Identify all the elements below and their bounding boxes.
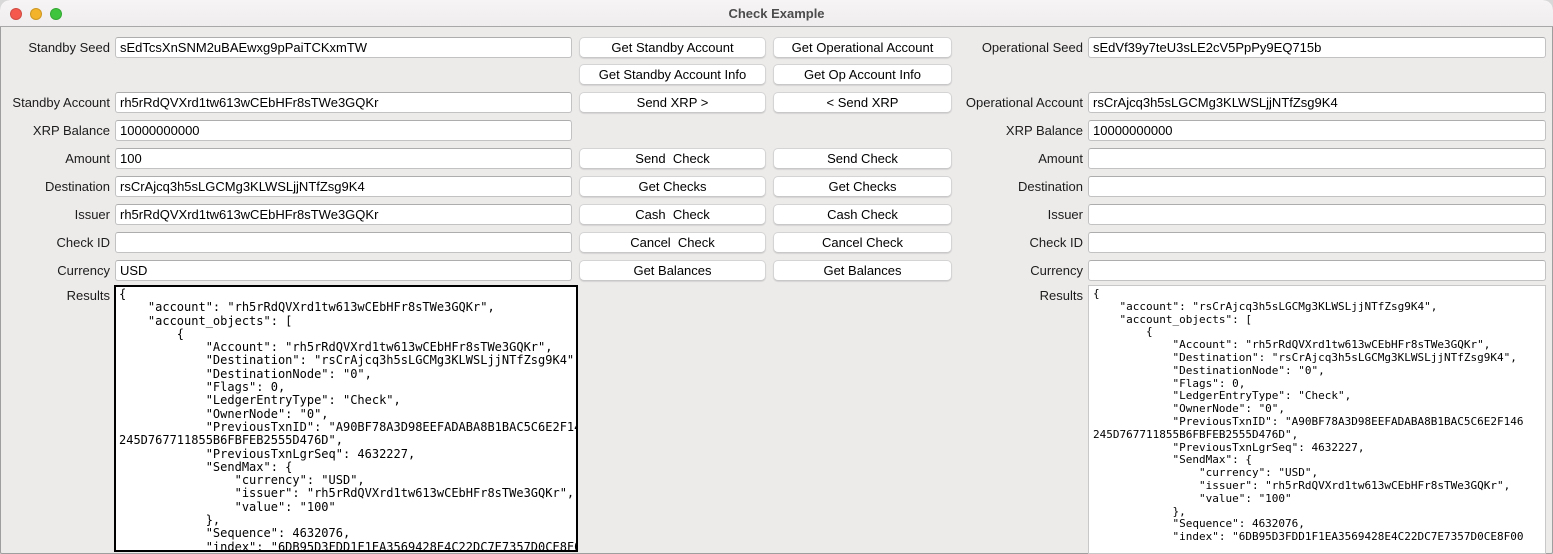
send-xrp-standby-button[interactable]: Send XRP >	[579, 92, 766, 113]
standby-seed-input[interactable]	[115, 37, 572, 58]
minimize-window-button[interactable]	[30, 8, 42, 20]
standby-destination-input[interactable]	[115, 176, 572, 197]
operational-destination-label: Destination	[1017, 179, 1083, 194]
operational-amount-input[interactable]	[1088, 148, 1546, 169]
standby-currency-input[interactable]	[115, 260, 572, 281]
get-checks-standby-button[interactable]: Get Checks	[579, 176, 766, 197]
operational-check-id-label: Check ID	[1029, 235, 1083, 250]
get-op-account-info-button[interactable]: Get Op Account Info	[773, 64, 952, 85]
operational-xrp-balance-label: XRP Balance	[1005, 123, 1083, 138]
get-balances-op-button[interactable]: Get Balances	[773, 260, 952, 281]
operational-amount-label: Amount	[1038, 151, 1083, 166]
standby-issuer-input[interactable]	[115, 204, 572, 225]
standby-issuer-label: Issuer	[74, 207, 110, 222]
standby-amount-input[interactable]	[115, 148, 572, 169]
operational-seed-label: Operational Seed	[981, 40, 1083, 55]
close-window-button[interactable]	[10, 8, 22, 20]
operational-currency-label: Currency	[1030, 263, 1083, 278]
standby-amount-label: Amount	[65, 151, 110, 166]
get-balances-standby-button[interactable]: Get Balances	[579, 260, 766, 281]
standby-xrp-balance-label: XRP Balance	[32, 123, 110, 138]
operational-currency-input[interactable]	[1088, 260, 1546, 281]
standby-results-label: Results	[66, 288, 110, 303]
operational-destination-input[interactable]	[1088, 176, 1546, 197]
standby-results-textarea[interactable]: { "account": "rh5rRdQVXrd1tw613wCEbHFr8s…	[114, 285, 578, 552]
cash-check-standby-button[interactable]: Cash Check	[579, 204, 766, 225]
standby-xrp-balance-input[interactable]	[115, 120, 572, 141]
zoom-window-button[interactable]	[50, 8, 62, 20]
standby-account-label: Standby Account	[12, 95, 110, 110]
standby-seed-label: Standby Seed	[28, 40, 110, 55]
standby-currency-label: Currency	[57, 263, 110, 278]
operational-check-id-input[interactable]	[1088, 232, 1546, 253]
title-bar: Check Example	[0, 0, 1553, 27]
operational-seed-input[interactable]	[1088, 37, 1546, 58]
operational-results-label: Results	[1039, 288, 1083, 303]
operational-issuer-label: Issuer	[1047, 207, 1083, 222]
send-check-standby-button[interactable]: Send Check	[579, 148, 766, 169]
send-xrp-operational-button[interactable]: < Send XRP	[773, 92, 952, 113]
window-title: Check Example	[728, 6, 825, 21]
get-operational-account-button[interactable]: Get Operational Account	[773, 37, 952, 58]
get-checks-op-button[interactable]: Get Checks	[773, 176, 952, 197]
operational-issuer-input[interactable]	[1088, 204, 1546, 225]
standby-account-input[interactable]	[115, 92, 572, 113]
send-check-op-button[interactable]: Send Check	[773, 148, 952, 169]
standby-check-id-label: Check ID	[56, 235, 110, 250]
get-standby-account-button[interactable]: Get Standby Account	[579, 37, 766, 58]
cash-check-op-button[interactable]: Cash Check	[773, 204, 952, 225]
standby-destination-label: Destination	[44, 179, 110, 194]
operational-account-input[interactable]	[1088, 92, 1546, 113]
operational-results-textarea[interactable]: { "account": "rsCrAjcq3h5sLGCMg3KLWSLjjN…	[1088, 285, 1546, 554]
operational-xrp-balance-input[interactable]	[1088, 120, 1546, 141]
cancel-check-standby-button[interactable]: Cancel Check	[579, 232, 766, 253]
get-standby-account-info-button[interactable]: Get Standby Account Info	[579, 64, 766, 85]
cancel-check-op-button[interactable]: Cancel Check	[773, 232, 952, 253]
standby-check-id-input[interactable]	[115, 232, 572, 253]
operational-account-label: Operational Account	[965, 95, 1083, 110]
